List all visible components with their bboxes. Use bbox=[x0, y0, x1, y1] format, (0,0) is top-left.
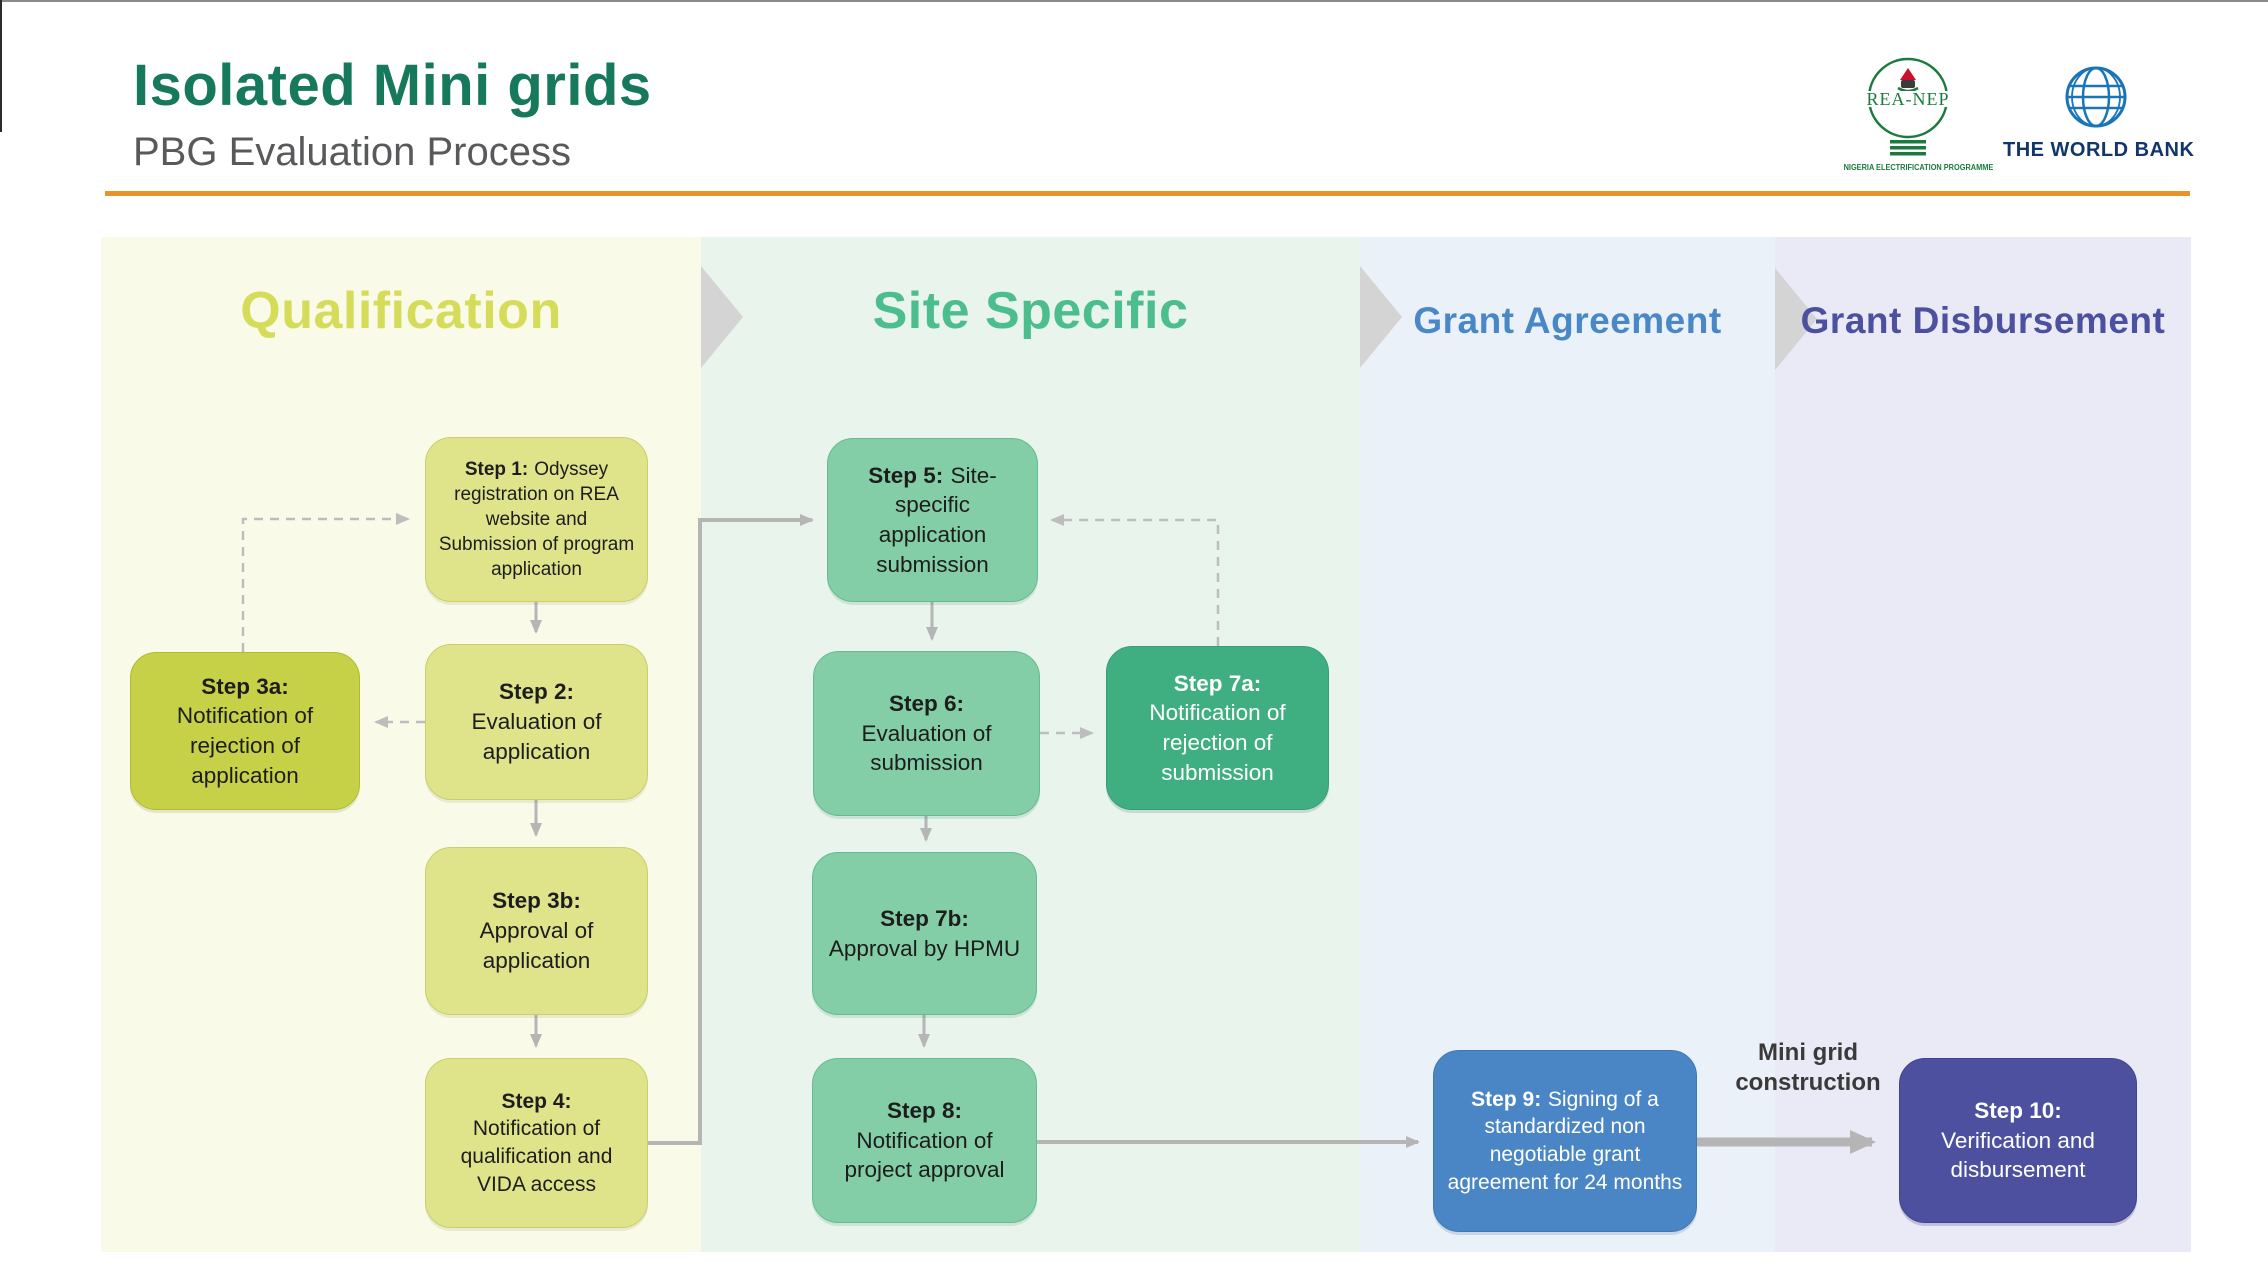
step-label: Step 4: bbox=[501, 1089, 572, 1113]
page-title: Isolated Mini grids bbox=[133, 53, 652, 118]
step-6-box: Step 6: Evaluation of submission bbox=[813, 651, 1040, 816]
step-label: Step 7b: bbox=[880, 905, 969, 931]
step-4-box: Step 4: Notification of qualification and… bbox=[425, 1058, 648, 1228]
rea-nep-caption: NIGERIA ELECTRIFICATION PROGRAMME bbox=[1843, 163, 1994, 172]
window-left-border bbox=[0, 0, 2, 132]
step-3b-box: Step 3b: Approval of application bbox=[425, 847, 648, 1015]
step-10-box: Step 10: Verification and disbursement bbox=[1899, 1058, 2137, 1223]
step-label: Step 9: bbox=[1471, 1087, 1542, 1111]
world-bank-caption: THE WORLD BANK bbox=[2003, 139, 2195, 161]
world-bank-logo: THE WORLD BANK bbox=[2003, 64, 2195, 162]
step-label: Step 5: bbox=[868, 462, 944, 488]
step-text: Odyssey registration on REA website and … bbox=[438, 458, 635, 581]
step-2-box: Step 2: Evaluation of application bbox=[425, 644, 648, 800]
column-header-qualification: Qualification bbox=[240, 282, 562, 340]
step-text: Notification of project approval bbox=[844, 1127, 1005, 1183]
step-8-box: Step 8: Notification of project approval bbox=[812, 1058, 1037, 1223]
svg-text:REA-NEP: REA-NEP bbox=[1867, 89, 1950, 109]
step-text: Signing of a standardized non negotiable… bbox=[1447, 1087, 1683, 1194]
step-text: Verification and disbursement bbox=[1941, 1127, 2095, 1183]
step-label: Step 1: bbox=[464, 458, 529, 480]
world-bank-globe-icon bbox=[2065, 66, 2126, 128]
column-header-site-specific: Site Specific bbox=[872, 282, 1189, 340]
step-text: Evaluation of application bbox=[471, 709, 602, 764]
step-7b-box: Step 7b: Approval by HPMU bbox=[812, 852, 1037, 1015]
step-1-box: Step 1:Odyssey registration on REA websi… bbox=[425, 437, 648, 602]
step-label: Step 8: bbox=[886, 1097, 962, 1123]
step-7a-box: Step 7a: Notification of rejection of sub… bbox=[1106, 646, 1329, 810]
step-label: Step 10: bbox=[1974, 1097, 2062, 1123]
step-text: Approval of application bbox=[479, 918, 594, 973]
step-9-box: Step 9:Signing of a standardized non neg… bbox=[1433, 1050, 1697, 1232]
page-subtitle: PBG Evaluation Process bbox=[133, 130, 571, 174]
step-label: Step 3b: bbox=[492, 888, 581, 914]
accent-divider bbox=[105, 191, 2190, 196]
step-label: Step 3a: bbox=[201, 673, 289, 699]
step-3a-box: Step 3a: Notification of rejection of app… bbox=[130, 652, 360, 810]
step-text: Approval by HPMU bbox=[828, 935, 1021, 961]
step-text: Notification of rejection of submission bbox=[1149, 700, 1286, 785]
column-header-grant-disbursement: Grant Disbursement bbox=[1800, 300, 2166, 341]
step-5-box: Step 5:Site-specific application submiss… bbox=[827, 438, 1038, 602]
step-text: Notification of qualification and VIDA a… bbox=[460, 1117, 613, 1196]
step-label: Step 2: bbox=[498, 679, 574, 705]
step-text: Evaluation of submission bbox=[861, 720, 992, 776]
mini-grid-construction-label: Mini grid construction bbox=[1735, 1039, 1881, 1096]
step-text: Site-specific application submission bbox=[876, 462, 997, 577]
step-label: Step 6: bbox=[888, 690, 964, 716]
step-text: Notification of rejection of application bbox=[176, 703, 314, 788]
step-label: Step 7a: bbox=[1173, 670, 1262, 696]
column-header-grant-agreement: Grant Agreement bbox=[1413, 300, 1722, 341]
rea-nep-bulb-icon: REA-NEP bbox=[1866, 57, 1950, 156]
rea-nep-logo: REA-NEP NIGERIA ELECTRIFICATION PROGRAMM… bbox=[1838, 56, 1994, 172]
window-top-border bbox=[0, 0, 2268, 2]
